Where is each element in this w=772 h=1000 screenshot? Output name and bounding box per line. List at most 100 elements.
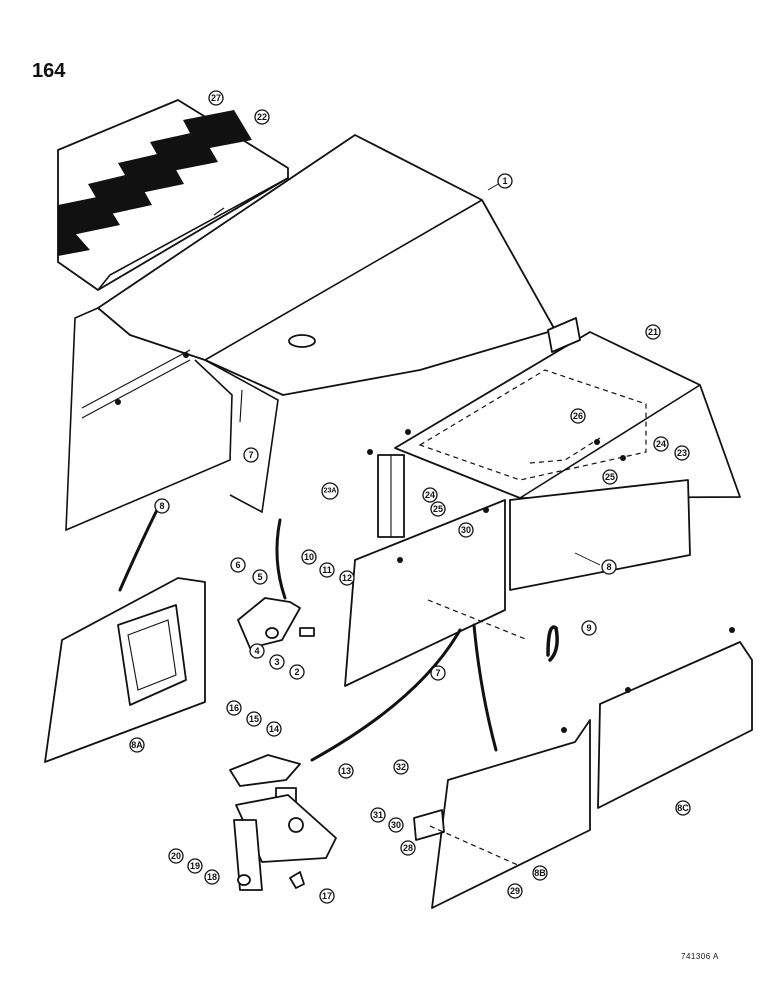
callout-8c: 8C — [675, 800, 691, 816]
svg-text:21: 21 — [648, 327, 658, 337]
svg-text:8: 8 — [159, 501, 164, 511]
callout-24b: 24 — [422, 487, 438, 503]
installation-arrows — [118, 506, 529, 867]
svg-text:17: 17 — [322, 891, 332, 901]
svg-text:1: 1 — [502, 176, 507, 186]
callout-15: 15 — [246, 711, 262, 727]
callout-31: 31 — [370, 807, 386, 823]
svg-text:18: 18 — [207, 872, 217, 882]
svg-text:9: 9 — [586, 623, 591, 633]
callout-24: 24 — [653, 436, 669, 452]
svg-text:7: 7 — [435, 668, 440, 678]
callout-25: 25 — [602, 469, 618, 485]
callout-27: 27 — [208, 90, 224, 106]
svg-text:27: 27 — [211, 93, 221, 103]
callout-29: 29 — [507, 883, 523, 899]
callout-12: 12 — [339, 570, 355, 586]
svg-text:3: 3 — [274, 657, 279, 667]
callout-13: 13 — [338, 763, 354, 779]
svg-text:22: 22 — [257, 112, 267, 122]
callout-4: 4 — [249, 643, 265, 659]
callout-9: 9 — [581, 620, 597, 636]
callout-19: 19 — [187, 858, 203, 874]
callout-2: 2 — [289, 664, 305, 680]
bracket-pieces — [237, 597, 315, 649]
svg-text:6: 6 — [235, 560, 240, 570]
hood — [65, 134, 556, 532]
svg-text:4: 4 — [254, 646, 259, 656]
grille-panel — [57, 99, 289, 291]
callout-3: 3 — [269, 654, 285, 670]
drawing-code: 741306 A — [681, 952, 719, 961]
svg-text:32: 32 — [396, 762, 406, 772]
svg-text:10: 10 — [304, 552, 314, 562]
panel-8c — [597, 641, 753, 809]
svg-text:5: 5 — [257, 572, 262, 582]
callout-30b: 30 — [388, 817, 404, 833]
svg-text:13: 13 — [341, 766, 351, 776]
callout-6: 6 — [230, 557, 246, 573]
svg-text:14: 14 — [269, 724, 279, 734]
callout-7b: 7 — [430, 665, 446, 681]
vent-slot — [58, 196, 120, 238]
svg-text:26: 26 — [573, 411, 583, 421]
callout-11: 11 — [319, 562, 335, 578]
callout-8b-panel: 8B — [532, 865, 548, 881]
svg-text:8A: 8A — [131, 740, 143, 750]
svg-text:19: 19 — [190, 861, 200, 871]
callout-8b: 8 — [574, 552, 617, 575]
callout-30: 30 — [458, 522, 474, 538]
svg-text:20: 20 — [171, 851, 181, 861]
svg-text:29: 29 — [510, 886, 520, 896]
svg-text:31: 31 — [373, 810, 383, 820]
svg-text:30: 30 — [391, 820, 401, 830]
svg-text:8B: 8B — [534, 868, 546, 878]
svg-text:24: 24 — [656, 439, 666, 449]
callout-32: 32 — [393, 759, 409, 775]
callout-23a: 23A — [321, 482, 339, 500]
callout-16: 16 — [226, 700, 242, 716]
svg-text:25: 25 — [433, 504, 443, 514]
svg-text:25: 25 — [605, 472, 615, 482]
svg-text:23: 23 — [677, 448, 687, 458]
callout-23: 23 — [674, 445, 690, 461]
svg-text:8: 8 — [606, 562, 611, 572]
fastener-holes — [115, 352, 735, 733]
svg-text:28: 28 — [403, 843, 413, 853]
svg-text:11: 11 — [322, 565, 332, 575]
callout-8: 8 — [154, 498, 170, 514]
callout-14: 14 — [266, 721, 282, 737]
callout-18: 18 — [204, 869, 220, 885]
svg-text:30: 30 — [461, 525, 471, 535]
side-panels — [344, 479, 691, 687]
svg-text:24: 24 — [425, 490, 435, 500]
callout-8a: 8A — [129, 737, 145, 753]
vent-slot — [58, 232, 90, 256]
callout-1: 1 — [487, 173, 513, 191]
svg-text:12: 12 — [342, 573, 352, 583]
callout-26: 26 — [570, 408, 586, 424]
callout-20: 20 — [168, 848, 184, 864]
callout-17: 17 — [319, 888, 335, 904]
callout-28: 28 — [400, 840, 416, 856]
callout-22: 22 — [254, 109, 270, 125]
callout-21: 21 — [645, 324, 661, 340]
page-number: 164 — [32, 60, 66, 82]
latch-assembly — [229, 754, 337, 891]
svg-text:16: 16 — [229, 703, 239, 713]
callout-10: 10 — [301, 549, 317, 565]
svg-text:15: 15 — [249, 714, 259, 724]
callout-7: 7 — [243, 447, 259, 463]
callout-5: 5 — [252, 569, 268, 585]
panel-8a — [44, 577, 206, 763]
hood-opening — [288, 334, 316, 348]
callout-25b: 25 — [430, 501, 446, 517]
svg-text:8C: 8C — [677, 803, 689, 813]
svg-text:7: 7 — [248, 450, 253, 460]
panel-8b — [413, 719, 591, 909]
handle — [546, 625, 559, 662]
svg-text:23A: 23A — [324, 488, 337, 495]
fender-platform — [377, 317, 741, 538]
svg-text:2: 2 — [294, 667, 299, 677]
